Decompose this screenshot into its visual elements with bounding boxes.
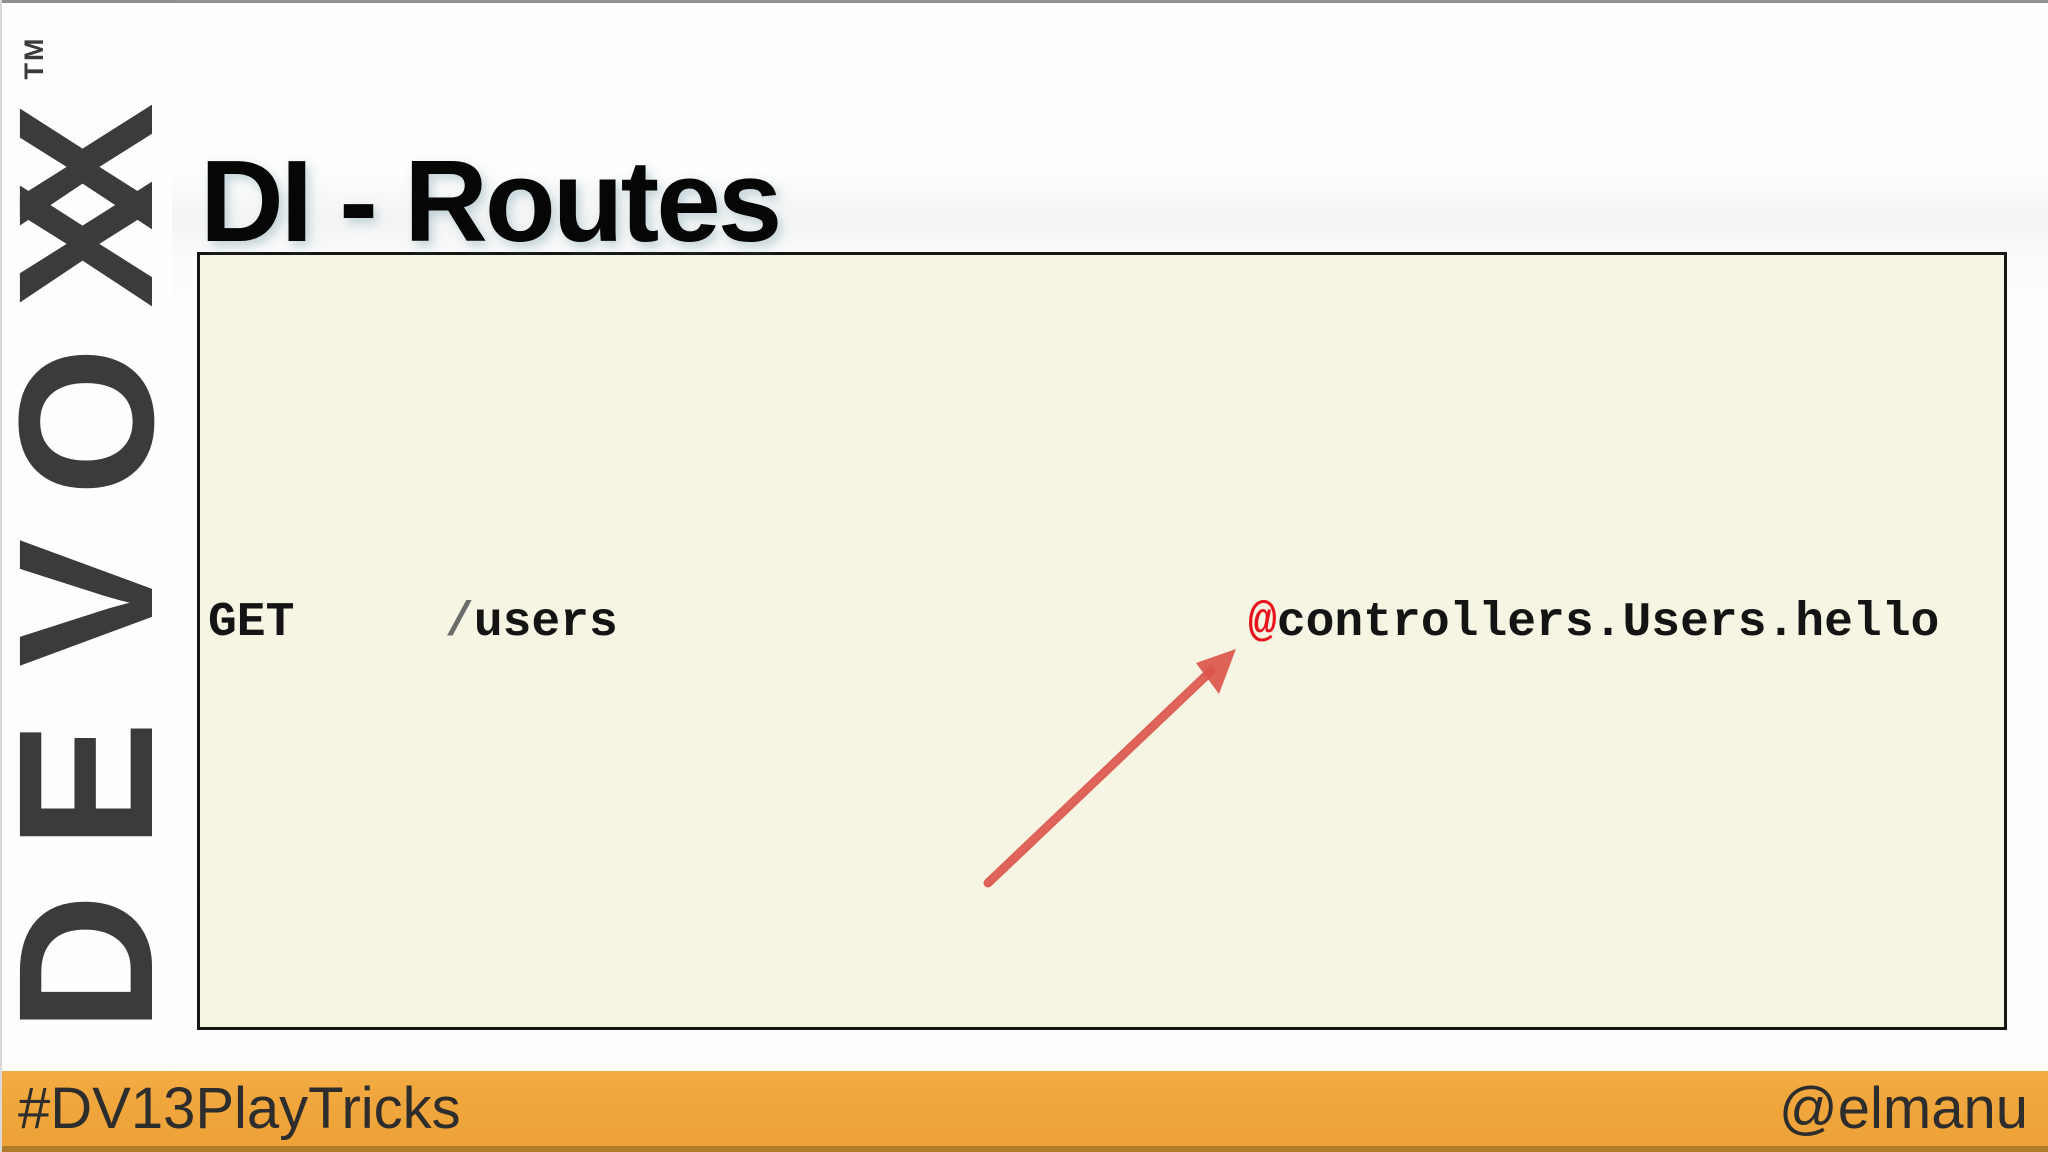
logo-letter-d: D xyxy=(0,885,193,1041)
footer-handle: @elmanu xyxy=(1778,1076,2028,1141)
footer-hashtag: #DV13PlayTricks xyxy=(18,1076,461,1141)
footer-bar: #DV13PlayTricks @elmanu xyxy=(0,1071,2048,1152)
top-edge-line xyxy=(0,0,2048,3)
logo-letter-x-orange: X xyxy=(0,89,193,245)
arrow-head xyxy=(1196,649,1236,694)
logo-letter-e: E xyxy=(0,707,193,863)
slide-title: DI - Routes xyxy=(200,135,782,266)
route-path-slash: / xyxy=(445,596,474,650)
routes-code-box: GET /users @controllers.Users.hello xyxy=(197,252,2007,1030)
route-action-path: controllers.Users.hello xyxy=(1276,596,1940,650)
annotation-arrow xyxy=(983,649,1236,888)
route-method: GET xyxy=(208,596,295,650)
logo-letter-v: V xyxy=(0,525,193,681)
logo-letter-o: O xyxy=(0,344,193,500)
logo-trademark: TM xyxy=(18,36,49,80)
left-edge-line xyxy=(0,0,2,1152)
devoxx-logo: TM X X O V E D xyxy=(0,3,193,1071)
route-path-name: users xyxy=(473,596,618,650)
route-action-at: @ xyxy=(1248,596,1277,650)
route-line: GET /users @controllers.Users.hello xyxy=(200,596,2004,650)
arrow-line-texture xyxy=(989,673,1209,881)
route-action: @controllers.Users.hello xyxy=(1248,596,1939,650)
route-path: /users xyxy=(445,596,618,650)
